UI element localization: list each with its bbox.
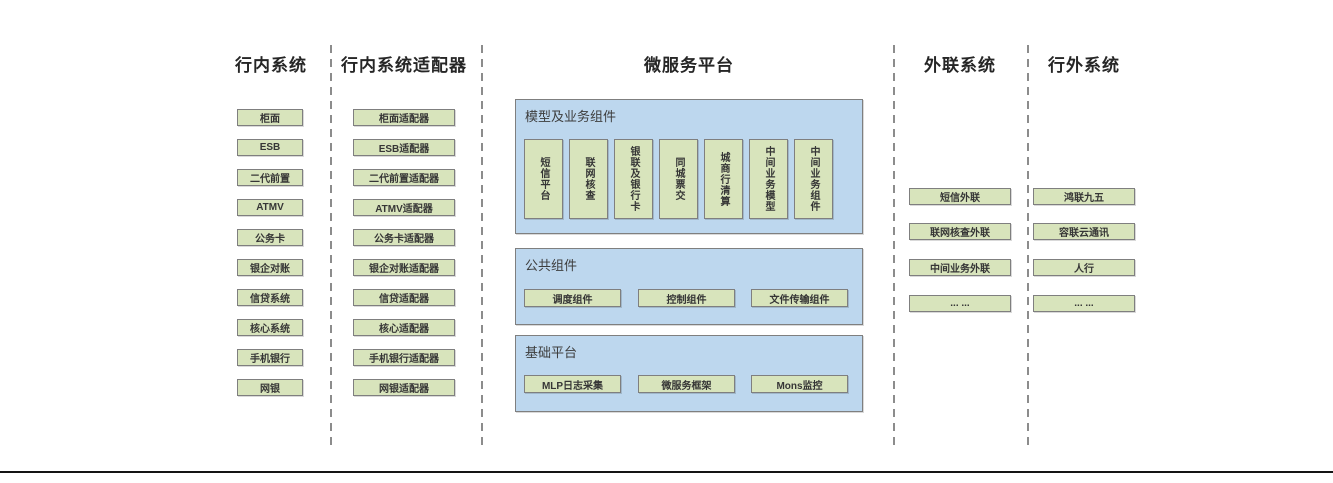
outside-system-box: ... ... xyxy=(1033,295,1135,312)
header-outside-systems: 行外系统 xyxy=(1048,56,1120,75)
dashed-separator xyxy=(330,45,332,446)
adapter-box: 手机银行适配器 xyxy=(353,349,455,366)
system-box: ESB xyxy=(237,139,303,156)
external-link-box: ... ... xyxy=(909,295,1011,312)
dashed-separator xyxy=(481,45,483,446)
system-box: 二代前置 xyxy=(237,169,303,186)
outside-system-box: 人行 xyxy=(1033,259,1135,276)
panel-common-components: 公共组件 调度组件 控制组件 文件传输组件 xyxy=(515,248,863,325)
outside-system-box: 鸿联九五 xyxy=(1033,188,1135,205)
external-link-box: 短信外联 xyxy=(909,188,1011,205)
panel-base-platform: 基础平台 MLP日志采集 微服务框架 Mons监控 xyxy=(515,335,863,412)
header-microservice-platform: 微服务平台 xyxy=(644,56,734,75)
component-box: MLP日志采集 xyxy=(524,375,621,393)
system-box: 公务卡 xyxy=(237,229,303,246)
header-external-link-systems: 外联系统 xyxy=(924,56,996,75)
component-box: 控制组件 xyxy=(638,289,735,307)
external-link-box: 中间业务外联 xyxy=(909,259,1011,276)
component-box: 城商行清算 xyxy=(704,139,743,219)
adapter-box: ESB适配器 xyxy=(353,139,455,156)
bottom-divider xyxy=(0,471,1333,473)
adapter-box: 核心适配器 xyxy=(353,319,455,336)
header-inbank-systems: 行内系统 xyxy=(235,56,307,75)
panel-title: 公共组件 xyxy=(525,258,578,273)
adapter-box: 二代前置适配器 xyxy=(353,169,455,186)
component-box: 中间业务组件 xyxy=(794,139,833,219)
system-box: ATMV xyxy=(237,199,303,216)
external-link-box: 联网核查外联 xyxy=(909,223,1011,240)
component-box: 中间业务模型 xyxy=(749,139,788,219)
system-box: 信贷系统 xyxy=(237,289,303,306)
panel-title: 模型及业务组件 xyxy=(525,109,617,124)
system-box: 银企对账 xyxy=(237,259,303,276)
adapter-box: 柜面适配器 xyxy=(353,109,455,126)
outside-system-box: 容联云通讯 xyxy=(1033,223,1135,240)
adapter-box: 网银适配器 xyxy=(353,379,455,396)
system-box: 手机银行 xyxy=(237,349,303,366)
panel-title: 基础平台 xyxy=(525,345,578,360)
adapter-box: ATMV适配器 xyxy=(353,199,455,216)
component-box: 调度组件 xyxy=(524,289,621,307)
component-box: 短信平台 xyxy=(524,139,563,219)
system-box: 柜面 xyxy=(237,109,303,126)
dashed-separator xyxy=(1027,45,1029,446)
component-box: 同城票交 xyxy=(659,139,698,219)
system-box: 核心系统 xyxy=(237,319,303,336)
adapter-box: 公务卡适配器 xyxy=(353,229,455,246)
component-box: 联网核查 xyxy=(569,139,608,219)
adapter-box: 银企对账适配器 xyxy=(353,259,455,276)
adapter-box: 信贷适配器 xyxy=(353,289,455,306)
system-box: 网银 xyxy=(237,379,303,396)
header-inbank-adapters: 行内系统适配器 xyxy=(341,56,467,75)
component-box: Mons监控 xyxy=(751,375,848,393)
component-box: 微服务框架 xyxy=(638,375,735,393)
component-box: 文件传输组件 xyxy=(751,289,848,307)
component-box: 银联及银行卡 xyxy=(614,139,653,219)
dashed-separator xyxy=(893,45,895,446)
panel-model-business-components: 模型及业务组件 短信平台 联网核查 银联及银行卡 同城票交 城商行清算 中间业务… xyxy=(515,99,863,234)
